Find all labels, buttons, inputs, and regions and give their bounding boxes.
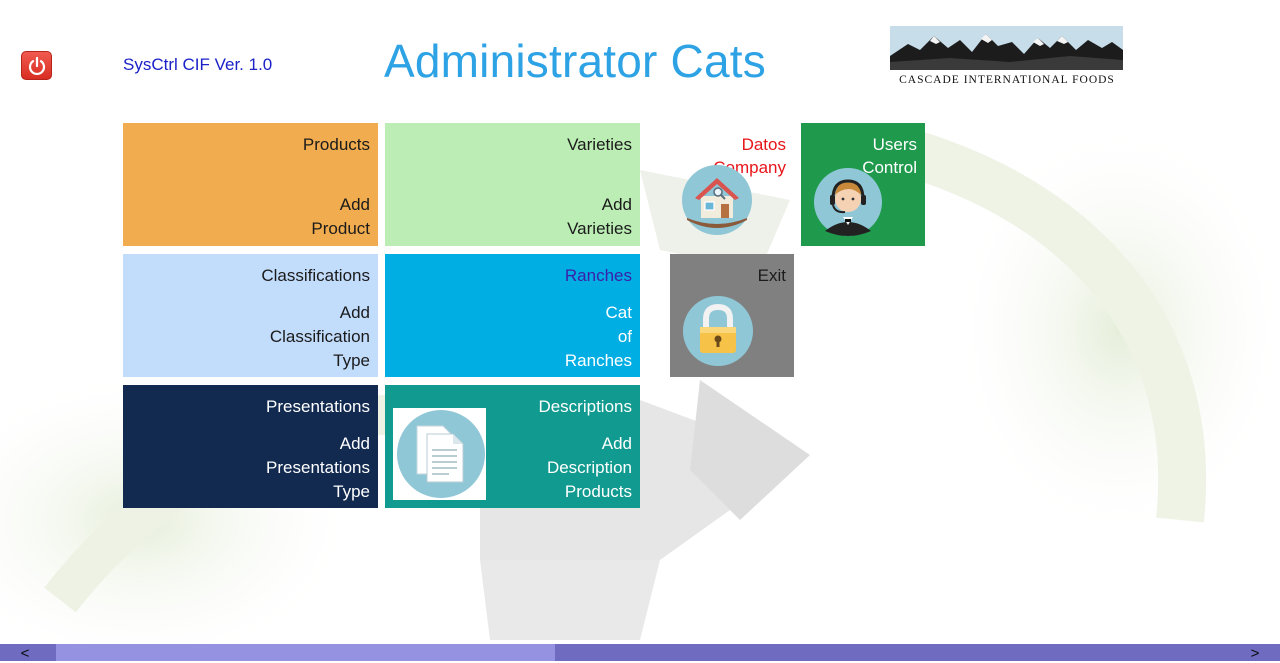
tile-line: Type	[333, 351, 370, 370]
scroll-right-button[interactable]: >	[1250, 645, 1260, 662]
tile-line: Varieties	[567, 219, 632, 238]
tile-line: Add	[339, 434, 370, 453]
app-version: SysCtrl CIF Ver. 1.0	[123, 55, 273, 74]
tile-classifications[interactable]: Classifications Add Classification Type	[123, 254, 378, 377]
tile-title: Products	[302, 135, 370, 154]
tile-descriptions[interactable]: Descriptions Add Description Products	[385, 385, 640, 508]
tile-line: Add	[601, 195, 632, 214]
document-icon-frame	[393, 408, 486, 500]
tile-line: Ranches	[564, 351, 632, 370]
tile-title: Descriptions	[538, 397, 632, 416]
tile-company[interactable]: Datos Company	[669, 123, 794, 246]
tile-exit[interactable]: Exit	[670, 254, 794, 377]
tile-title: Ranches	[564, 266, 632, 285]
tile-title: Varieties	[567, 135, 632, 154]
power-icon	[28, 56, 45, 75]
tile-title: Classifications	[261, 266, 370, 285]
tile-products[interactable]: Products Add Product	[123, 123, 378, 246]
horizontal-scrollbar[interactable]: < >	[0, 644, 1280, 662]
scroll-left-button[interactable]: <	[20, 645, 30, 662]
company-logo: CASCADE INTERNATIONAL FOODS	[890, 26, 1124, 90]
tile-line: Description	[546, 458, 632, 477]
tile-title: Datos	[741, 135, 786, 154]
document-icon	[397, 410, 485, 498]
tile-line: Type	[333, 482, 370, 501]
tile-line: Add	[601, 434, 632, 453]
tile-ranches[interactable]: Ranches Cat of Ranches	[385, 254, 640, 377]
tile-title: Exit	[757, 266, 786, 285]
tile-users-control[interactable]: Users Control	[801, 123, 925, 246]
tile-line: Classification	[269, 327, 370, 346]
tile-varieties[interactable]: Varieties Add Varieties	[385, 123, 640, 246]
padlock-icon	[683, 296, 753, 366]
scrollbar-thumb[interactable]	[56, 644, 555, 661]
operator-headset-icon	[814, 168, 882, 236]
logo-text: CASCADE INTERNATIONAL FOODS	[899, 74, 1115, 86]
tile-line: Add	[339, 303, 370, 322]
power-button[interactable]	[21, 51, 52, 80]
tile-title: Users	[872, 135, 917, 154]
tile-line: Presentations	[266, 458, 370, 477]
tile-line: Cat	[605, 303, 632, 322]
tile-presentations[interactable]: Presentations Add Presentations Type	[123, 385, 378, 508]
tile-line: of	[617, 327, 632, 346]
page-title: Administrator Cats	[384, 35, 766, 87]
mountains-icon	[890, 34, 1123, 70]
tile-line: Product	[311, 219, 370, 238]
tile-title: Presentations	[266, 397, 370, 416]
tile-line: Add	[339, 195, 370, 214]
house-icon	[682, 165, 752, 235]
tile-line: Products	[564, 482, 632, 501]
